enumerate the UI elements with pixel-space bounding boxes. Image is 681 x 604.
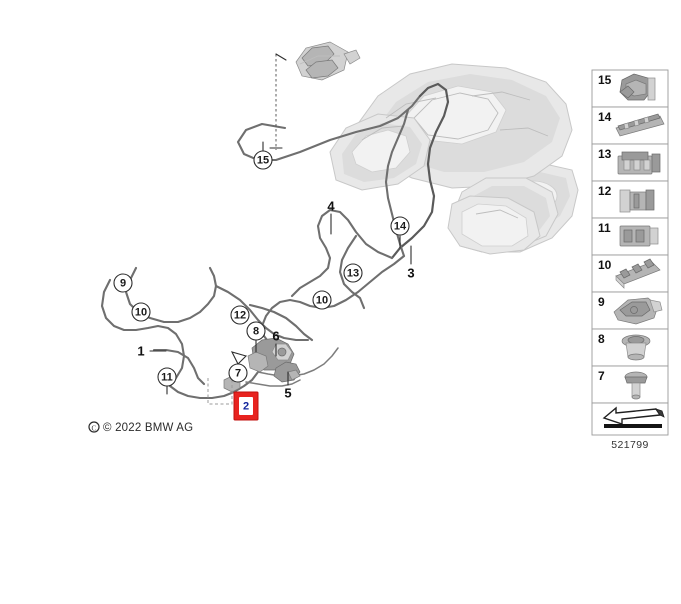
callout-11-label: 11 xyxy=(161,372,173,384)
leader-7 xyxy=(230,351,248,365)
callout-12: 12 xyxy=(230,305,250,325)
grommet-icon xyxy=(621,334,651,361)
plain-callouts: 1 3 4 5 6 xyxy=(137,199,414,401)
clamp-bracket-icon xyxy=(619,73,656,101)
copyright-text: © 2022 BMW AG xyxy=(103,422,193,434)
callout-10-right: 10 xyxy=(312,290,332,310)
legend-item-9-label: 9 xyxy=(598,295,605,309)
detail-clamp-tab xyxy=(343,49,361,65)
tank-left-panel xyxy=(351,129,411,173)
callout-7-label: 7 xyxy=(235,368,241,380)
callout-9-label: 9 xyxy=(120,278,126,290)
line-clip-icon xyxy=(617,151,661,175)
callout-4-label: 4 xyxy=(327,199,335,214)
tank-bottom-pan-face xyxy=(461,203,529,247)
top-detail-component xyxy=(295,41,361,81)
screw-bolt-icon xyxy=(624,371,648,400)
callout-12-label: 12 xyxy=(234,310,246,322)
callout-11: 11 xyxy=(157,367,177,387)
legend-item-13[interactable]: 13 xyxy=(591,143,669,182)
legend-item-11[interactable]: 11 xyxy=(591,217,669,256)
tank-rib-4 xyxy=(499,127,549,137)
callout-10-right-label: 10 xyxy=(316,295,328,307)
tank-rib-5 xyxy=(475,209,519,219)
twin-clip-icon xyxy=(619,225,659,247)
leader-detail-arrow xyxy=(275,53,287,61)
callout-8: 8 xyxy=(246,321,266,341)
legend-item-10-label: 10 xyxy=(598,258,612,272)
tank-center-recess xyxy=(403,85,507,145)
fuel-line-10-right xyxy=(260,254,406,346)
clip-tab-5 xyxy=(287,369,301,381)
callout-5-label: 5 xyxy=(284,386,291,401)
bracket-hole xyxy=(277,347,287,357)
legend-direction-arrow-cell[interactable] xyxy=(591,402,669,436)
legend-panel: 15 14 xyxy=(591,69,669,451)
callout-10-left: 10 xyxy=(131,302,151,322)
legend-item-9[interactable]: 9 xyxy=(591,291,669,330)
legend-item-8[interactable]: 8 xyxy=(591,328,669,367)
callout-7: 7 xyxy=(228,363,248,383)
legend-item-12[interactable]: 12 xyxy=(591,180,669,219)
fuel-line-1 xyxy=(152,348,206,386)
legend-item-15[interactable]: 15 xyxy=(591,69,669,108)
fuel-line-15 xyxy=(236,94,422,162)
detail-clamp-rib-b xyxy=(305,59,339,79)
fuel-line-13 xyxy=(338,234,366,310)
highlighted-part-label: 2 xyxy=(243,401,249,413)
bracket-assembly-detail xyxy=(223,337,301,393)
tank-rib-2 xyxy=(361,125,405,141)
callout-13: 13 xyxy=(343,263,363,283)
legend-item-14[interactable]: 14 xyxy=(591,106,669,145)
tank-rib-3 xyxy=(471,91,531,101)
callout-13-label: 13 xyxy=(347,268,359,280)
callout-6-label: 6 xyxy=(272,329,279,344)
legend-item-10[interactable]: 10 xyxy=(591,254,669,293)
callout-14: 14 xyxy=(390,216,410,236)
callout-3-label: 3 xyxy=(407,266,414,281)
legend-reference-number: 521799 xyxy=(611,439,648,451)
legend-item-15-label: 15 xyxy=(598,73,612,87)
fuel-tank-assembly xyxy=(329,63,579,255)
fuel-line-left-9 xyxy=(100,278,186,388)
callout-15-label: 15 xyxy=(257,155,269,167)
fuel-line-bracket-feed xyxy=(257,347,339,377)
detail-clamp-edge xyxy=(299,55,340,65)
legend-item-11-label: 11 xyxy=(598,221,611,235)
copyright-block: C © 2022 BMW AG xyxy=(88,421,193,434)
fuel-line-bracket-lower xyxy=(245,379,301,387)
legend-item-13-label: 13 xyxy=(598,147,612,161)
callout-8-label: 8 xyxy=(253,326,259,338)
multi-clip-strip-icon xyxy=(615,113,665,137)
callout-1-label: 1 xyxy=(137,344,144,359)
double-clip-icon xyxy=(619,189,655,213)
multi-line-clip-icon xyxy=(615,258,661,289)
callout-15: 15 xyxy=(253,150,273,170)
legend-item-7[interactable]: 7 xyxy=(591,365,669,404)
copyright-c-glyph: C xyxy=(92,425,97,433)
leader-lines xyxy=(149,53,412,395)
legend-item-14-label: 14 xyxy=(598,110,612,124)
fuel-line-12b xyxy=(248,303,314,342)
callout-9: 9 xyxy=(113,273,133,293)
fuel-line-left-upper xyxy=(124,266,218,324)
circled-callouts: 15 14 13 12 11 10 xyxy=(113,150,410,387)
fuel-line-14 xyxy=(290,208,394,298)
tank-center-recess-edge xyxy=(413,92,499,140)
highlighted-part-2[interactable]: 2 xyxy=(233,391,259,421)
bracket-clamp-icon xyxy=(613,297,663,325)
direction-arrow-icon xyxy=(602,406,665,428)
legend-item-7-label: 7 xyxy=(598,369,605,383)
fuel-line-main-upper xyxy=(390,82,450,260)
callout-14-label: 14 xyxy=(394,221,407,233)
legend-item-12-label: 12 xyxy=(598,184,612,198)
dashed-outline-region xyxy=(207,378,233,405)
callout-10-left-label: 10 xyxy=(135,307,147,319)
legend-item-8-label: 8 xyxy=(598,332,605,346)
tank-rib-1 xyxy=(385,97,437,119)
